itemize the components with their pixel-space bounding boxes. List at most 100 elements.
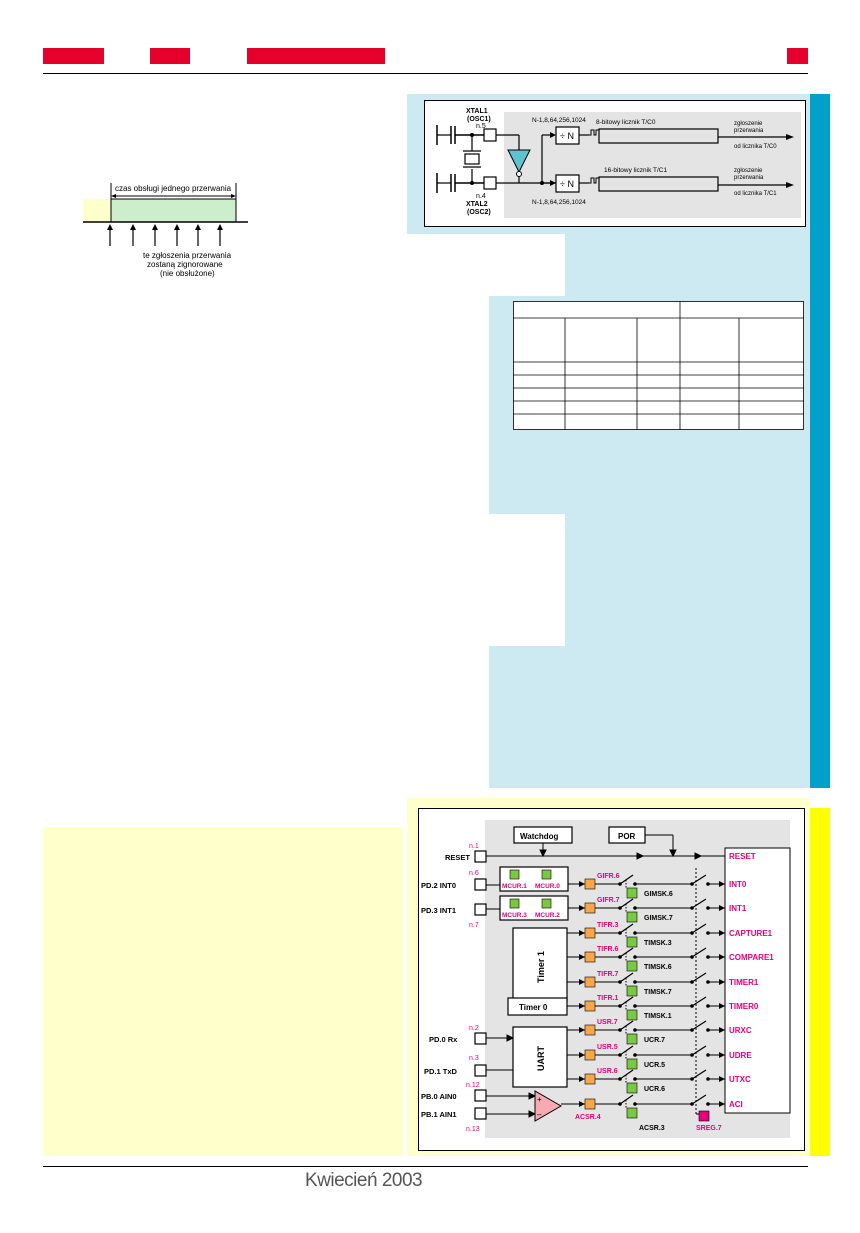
pb0-label: PB.0 AIN0 bbox=[421, 1092, 457, 1101]
output-6: TIMER0 bbox=[729, 1002, 759, 1011]
yellow-panel-text bbox=[43, 827, 403, 1156]
flag-label-4: TIFR.7 bbox=[597, 971, 618, 978]
mcur0-label: MCUR.0 bbox=[535, 883, 560, 890]
pin-n1: n.1 bbox=[469, 843, 479, 850]
header-bar-4 bbox=[787, 48, 808, 64]
mask-0 bbox=[626, 887, 638, 899]
output-0: RESET bbox=[729, 852, 756, 861]
flag-5 bbox=[584, 1000, 596, 1012]
output-5: TIMER1 bbox=[729, 978, 759, 987]
cyan-panel-mid bbox=[565, 510, 810, 650]
interrupt-timing-diagram: czas obsługi jednego przerwania te zgłos… bbox=[83, 183, 248, 278]
comparator-minus: – bbox=[537, 1110, 542, 1119]
pin-n12: n.12 bbox=[466, 1082, 480, 1089]
pin5-label: n.5 bbox=[476, 123, 486, 130]
output-column bbox=[724, 847, 791, 1114]
mask-5 bbox=[626, 1009, 638, 1021]
req-bot-1: zgłoszenie bbox=[734, 168, 763, 174]
side-strip-blue bbox=[810, 94, 830, 788]
flag-label-6: USR.7 bbox=[597, 1019, 618, 1026]
xtal1-label: XTAL1 bbox=[466, 108, 488, 115]
mcur1-label: MCUR.1 bbox=[502, 883, 527, 890]
output-8: UDRE bbox=[729, 1051, 752, 1060]
flag-2 bbox=[584, 927, 596, 939]
idle-zone bbox=[83, 199, 111, 222]
output-10: ACI bbox=[729, 1100, 743, 1109]
mask-8 bbox=[626, 1082, 638, 1094]
req-bot-3: od licznika T/C1 bbox=[734, 191, 777, 197]
flag-7 bbox=[584, 1049, 596, 1061]
empty-table bbox=[513, 301, 804, 430]
req-top-3: od licznika T/C0 bbox=[734, 144, 777, 150]
timer0-label: Timer 0 bbox=[519, 1003, 548, 1012]
uart-label: UART bbox=[536, 1046, 546, 1071]
service-time-zone bbox=[110, 198, 237, 223]
pd2-label: PD.2 INT0 bbox=[421, 881, 456, 890]
mask-7 bbox=[626, 1058, 638, 1070]
pin-n7: n.7 bbox=[469, 922, 479, 929]
flag-0 bbox=[584, 878, 596, 890]
osc1-label: (OSC1) bbox=[467, 116, 491, 123]
flag-9 bbox=[584, 1098, 596, 1110]
mask-4 bbox=[626, 985, 638, 997]
pin-n2: n.2 bbox=[469, 1025, 479, 1032]
cyan-panel-upper bbox=[565, 234, 810, 304]
por-label: POR bbox=[618, 832, 636, 841]
osc2-label: (OSC2) bbox=[467, 209, 491, 216]
flag-6 bbox=[584, 1024, 596, 1036]
mask-label-7: UCR.5 bbox=[644, 1062, 665, 1069]
pin-n13: n.13 bbox=[466, 1126, 480, 1133]
flag-label-1: GIFR.7 bbox=[597, 897, 620, 904]
mcur3-label: MCUR.3 bbox=[502, 912, 527, 919]
flag-label-7: USR.5 bbox=[597, 1044, 618, 1051]
prescaler-top-label: N-1,8,64,256,1024 bbox=[532, 117, 586, 124]
flag-label-9: ACSR.4 bbox=[575, 1114, 601, 1121]
counter-8bit-label: 8-bitowy licznik T/C0 bbox=[596, 119, 656, 126]
service-time-label: czas obsługi jednego przerwania bbox=[115, 184, 232, 193]
mask-3 bbox=[626, 960, 638, 972]
pd1-label: PD.1 TxD bbox=[424, 1067, 458, 1076]
flag-8 bbox=[584, 1073, 596, 1085]
watchdog-label: Watchdog bbox=[520, 832, 558, 841]
mask-label-6: UCR.7 bbox=[644, 1037, 665, 1044]
header-bar-1 bbox=[43, 48, 104, 64]
interrupt-sources-diagram: RESETINT0INT1CAPTURE1COMPARE1TIMER1TIMER… bbox=[418, 808, 805, 1151]
ignored-label-1: te zgłoszenia przerwania bbox=[143, 251, 232, 260]
reset-input-label: RESET bbox=[445, 853, 470, 862]
pb1-label: PB.1 AIN1 bbox=[421, 1110, 457, 1119]
mask-label-5: TIMSK.1 bbox=[644, 1013, 672, 1020]
output-9: UTXC bbox=[729, 1075, 751, 1084]
flag-4 bbox=[584, 976, 596, 988]
mcur2-label: MCUR.2 bbox=[535, 912, 560, 919]
flag-label-8: USR.6 bbox=[597, 1068, 618, 1075]
mask-label-4: TIMSK.7 bbox=[644, 989, 672, 996]
ignored-label-2: zostaną zignorowane bbox=[147, 260, 223, 269]
footer-date: Kwiecień 2003 bbox=[305, 1170, 423, 1191]
counter-16bit-label: 16-bitowy licznik T/C1 bbox=[604, 167, 667, 174]
pin4-label: n.4 bbox=[476, 193, 486, 200]
req-top-1: zgłoszenie bbox=[734, 121, 763, 127]
mask-1 bbox=[626, 911, 638, 923]
footer-rule bbox=[43, 1166, 808, 1167]
comparator-plus: + bbox=[537, 1095, 542, 1104]
header-bar-3 bbox=[247, 48, 385, 64]
output-1: INT0 bbox=[729, 880, 747, 889]
pd0-label: PD.0 Rx bbox=[429, 1035, 458, 1044]
mask-label-0: GIMSK.6 bbox=[644, 891, 673, 898]
pd3-label: PD.3 INT1 bbox=[421, 906, 456, 915]
mask-9 bbox=[626, 1107, 638, 1119]
req-top-2: przerwania bbox=[734, 128, 764, 134]
mask-6 bbox=[626, 1033, 638, 1045]
flag-label-0: GIFR.6 bbox=[597, 873, 620, 880]
mask-label-9: ACSR.3 bbox=[639, 1125, 665, 1132]
side-strip-yellow bbox=[810, 808, 830, 1156]
mask-label-3: TIMSK.6 bbox=[644, 964, 672, 971]
pin-n6: n.6 bbox=[469, 870, 479, 877]
output-4: COMPARE1 bbox=[729, 953, 774, 962]
sreg-label: SREG.7 bbox=[696, 1125, 722, 1132]
timer1-label: Timer 1 bbox=[536, 951, 546, 983]
mask-label-2: TIMSK.3 bbox=[644, 940, 672, 947]
output-3: CAPTURE1 bbox=[729, 929, 773, 938]
output-7: URXC bbox=[729, 1026, 752, 1035]
flag-label-2: TIFR.3 bbox=[597, 922, 618, 929]
